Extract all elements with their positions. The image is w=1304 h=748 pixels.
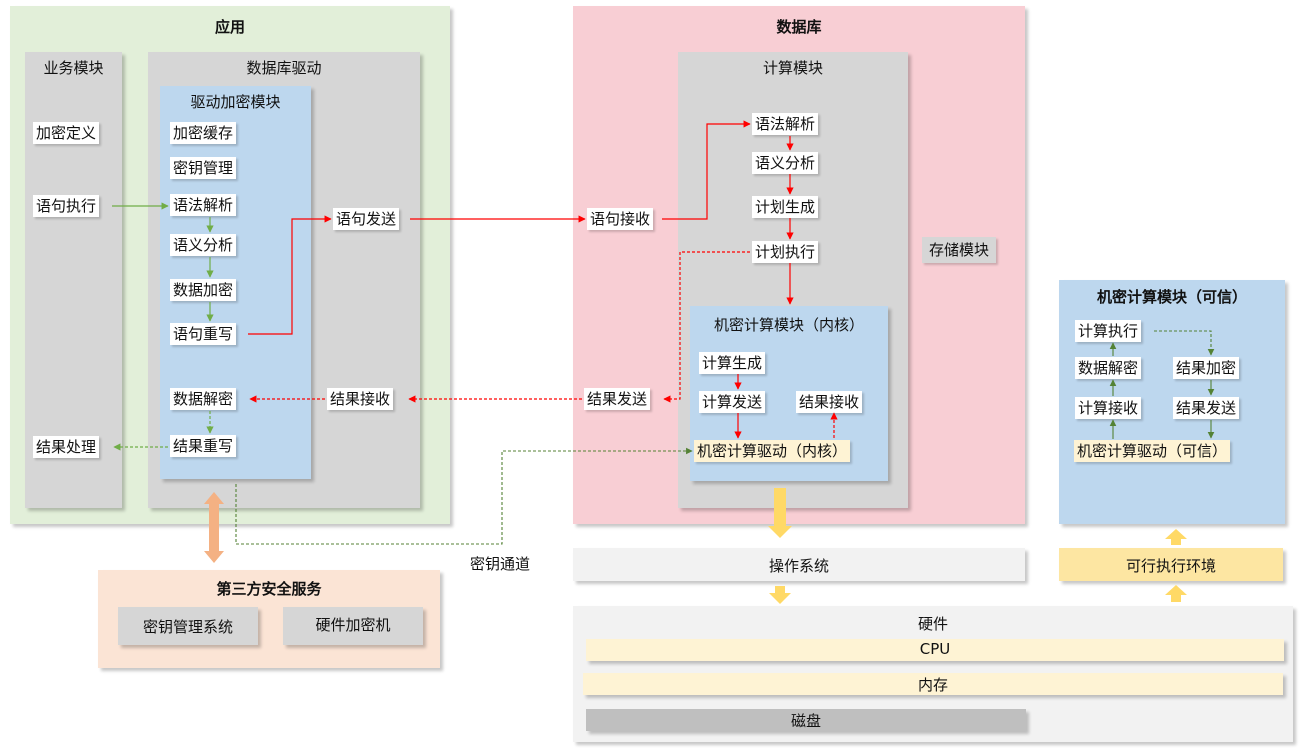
hardware-disk: 磁盘	[586, 709, 1026, 731]
hardware-cpu-label: CPU	[919, 640, 951, 658]
driver-statement-rewrite: 语句重写	[170, 323, 237, 345]
driver-semantic-analysis: 语义分析	[170, 234, 237, 256]
trusted-confidential-driver: 机密计算驱动（可信）	[1074, 440, 1231, 462]
key-management-system: 密钥管理系统	[118, 607, 258, 645]
driver-result-receive: 结果接收	[327, 388, 394, 410]
hardware-memory-label: 内存	[917, 676, 948, 694]
trusted-result-send: 结果发送	[1173, 397, 1240, 419]
business-encrypt-definition: 加密定义	[33, 122, 100, 144]
third-party-title: 第三方安全服务	[216, 580, 322, 598]
compute-module-title: 计算模块	[762, 59, 823, 77]
arrow-tee-to-trusted	[1165, 529, 1187, 545]
hardware-security-module-label: 硬件加密机	[315, 616, 391, 634]
hardware-cpu: CPU	[586, 639, 1284, 661]
db-statement-receive: 语句接收	[587, 208, 654, 230]
business-result-process: 结果处理	[33, 436, 100, 458]
trusted-result-encrypt: 结果加密	[1173, 357, 1240, 379]
trusted-compute-receive: 计算接收	[1075, 397, 1142, 419]
database-title: 数据库	[776, 18, 822, 36]
trusted-data-decrypt: 数据解密	[1075, 357, 1142, 379]
operating-system-label: 操作系统	[768, 557, 829, 575]
db-plan-execute: 计划执行	[752, 241, 819, 263]
db-syntax-parse: 语法解析	[752, 113, 819, 135]
kernel-compute-generate: 计算生成	[699, 352, 766, 374]
driver-key-management: 密钥管理	[170, 157, 237, 179]
hardware-title: 硬件	[917, 615, 948, 633]
driver-encrypt-module-title: 驱动加密模块	[190, 93, 281, 111]
driver-result-rewrite: 结果重写	[170, 435, 237, 457]
driver-data-decrypt: 数据解密	[170, 388, 237, 410]
key-management-system-label: 密钥管理系统	[142, 618, 233, 636]
business-statement-execute: 语句执行	[33, 195, 100, 217]
driver-statement-send: 语句发送	[333, 208, 400, 230]
hardware-memory: 内存	[583, 673, 1283, 695]
trusted-execution-environment-label: 可行执行环境	[1125, 557, 1216, 575]
hardware-security-module: 硬件加密机	[283, 607, 423, 645]
database-driver-title: 数据库驱动	[246, 59, 322, 77]
app-title: 应用	[214, 18, 245, 36]
arrow-hardware-to-tee	[1165, 585, 1187, 602]
key-channel-label: 密钥通道	[470, 555, 531, 573]
db-plan-generate: 计划生成	[752, 196, 819, 218]
driver-data-encrypt: 数据加密	[170, 279, 237, 301]
trusted-compute-execute: 计算执行	[1075, 320, 1142, 342]
trusted-execution-environment: 可行执行环境	[1059, 548, 1283, 581]
business-module-title: 业务模块	[43, 59, 104, 77]
driver-encrypt-cache: 加密缓存	[170, 122, 237, 144]
kernel-compute-send: 计算发送	[699, 391, 766, 413]
operating-system: 操作系统	[573, 548, 1025, 581]
kernel-confidential-module-title: 机密计算模块（内核）	[713, 316, 864, 334]
trusted-confidential-module-title: 机密计算模块（可信）	[1096, 288, 1247, 306]
arrow-os-to-hardware	[769, 586, 791, 604]
db-result-send: 结果发送	[584, 388, 651, 410]
db-storage-module: 存储模块	[922, 237, 997, 263]
db-semantic-analysis: 语义分析	[752, 152, 819, 174]
kernel-confidential-driver: 机密计算驱动（内核）	[694, 440, 851, 462]
driver-syntax-parse: 语法解析	[170, 194, 237, 216]
kernel-result-receive: 结果接收	[796, 391, 863, 413]
hardware-disk-label: 磁盘	[790, 712, 821, 730]
